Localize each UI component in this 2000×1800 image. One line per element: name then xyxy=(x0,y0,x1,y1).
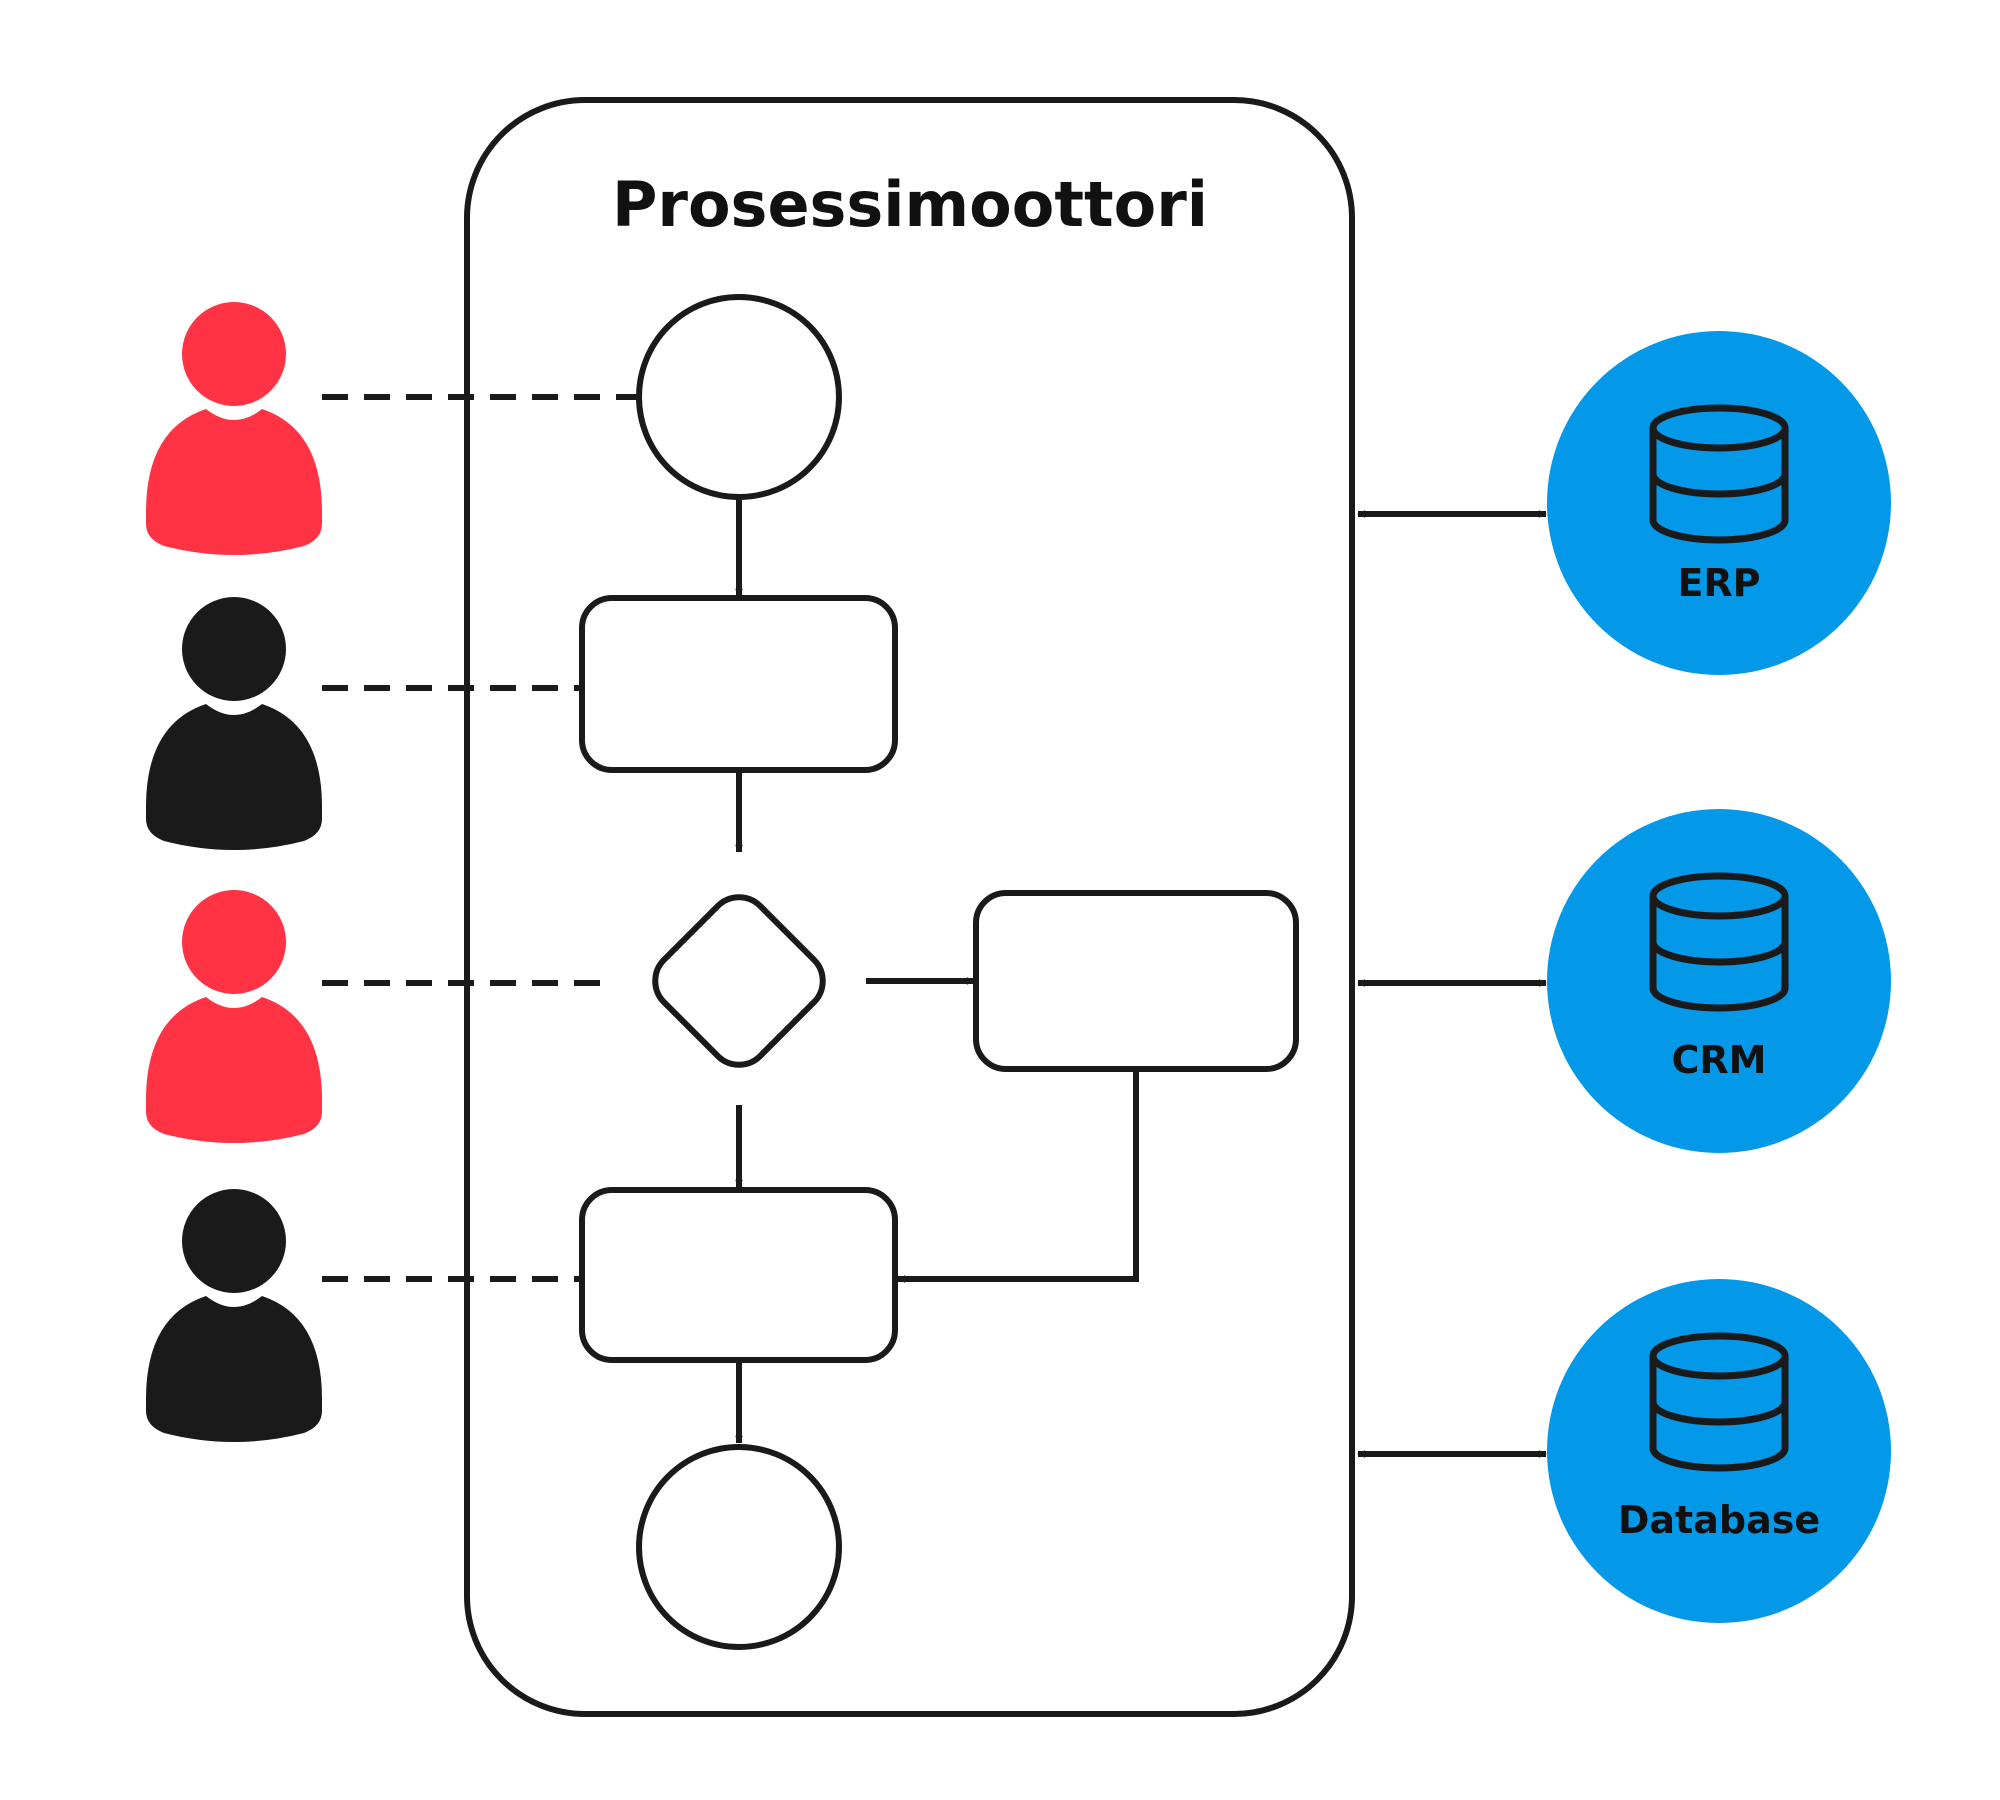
system-connectors xyxy=(1357,510,1547,1458)
user-icon xyxy=(146,1189,322,1442)
system-database: Database xyxy=(1547,1279,1891,1623)
user-icon xyxy=(146,302,322,555)
external-systems: ERP CRM Database xyxy=(1547,331,1891,1623)
end-event xyxy=(636,1444,842,1650)
database-icon xyxy=(1649,872,1789,1012)
flow-arrows xyxy=(735,497,1139,1444)
database-icon xyxy=(1649,404,1789,544)
flow-task3-to-task2 xyxy=(897,1069,1139,1283)
system-label-database: Database xyxy=(1618,1498,1820,1542)
decision-gateway xyxy=(652,894,826,1068)
system-label-crm: CRM xyxy=(1672,1038,1767,1082)
system-crm: CRM xyxy=(1547,809,1891,1153)
task-3 xyxy=(973,890,1299,1072)
user-icon xyxy=(146,890,322,1143)
system-erp: ERP xyxy=(1547,331,1891,675)
database-icon xyxy=(1649,1332,1789,1472)
user-icon xyxy=(146,597,322,850)
task-1 xyxy=(579,595,898,773)
engine-title: Prosessimoottori xyxy=(612,168,1208,241)
actors xyxy=(146,302,322,1442)
system-label-erp: ERP xyxy=(1677,561,1760,605)
task-2 xyxy=(579,1187,898,1363)
process-nodes xyxy=(579,294,1299,1650)
start-event xyxy=(636,294,842,500)
actor-connectors xyxy=(322,394,637,1282)
